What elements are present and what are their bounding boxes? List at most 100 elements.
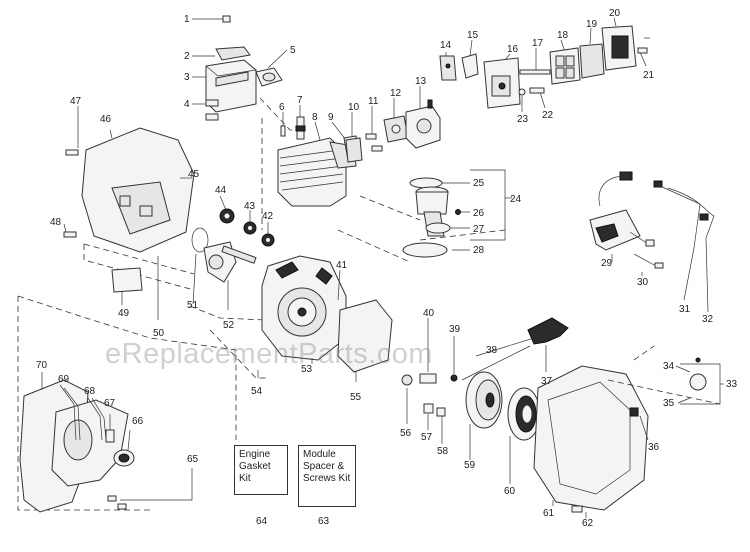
part-57-screw <box>423 403 434 430</box>
part-label-33[interactable]: 33 <box>726 379 738 390</box>
part-label-56[interactable]: 56 <box>400 428 412 439</box>
part-label-8[interactable]: 8 <box>312 112 318 123</box>
part-5-gasket <box>255 49 288 87</box>
part-35-clip <box>677 373 707 404</box>
part-33-ignition-bracket <box>680 363 724 405</box>
part-label-1[interactable]: 1 <box>184 14 190 25</box>
part-label-32[interactable]: 32 <box>702 314 714 325</box>
part-11-screws <box>365 106 383 152</box>
part-70-fuel-tank <box>19 372 129 513</box>
part-label-69[interactable]: 69 <box>58 374 70 385</box>
part-label-64[interactable]: 64 <box>256 516 268 527</box>
part-label-40[interactable]: 40 <box>423 308 435 319</box>
part-label-15[interactable]: 15 <box>467 30 479 41</box>
part-label-52[interactable]: 52 <box>223 320 235 331</box>
part-67-filter <box>105 414 115 443</box>
engine-gasket-kit-label: Engine Gasket Kit <box>239 449 271 484</box>
part-label-29[interactable]: 29 <box>601 258 613 269</box>
part-label-66[interactable]: 66 <box>132 416 144 427</box>
part-label-62[interactable]: 62 <box>582 518 594 529</box>
part-label-17[interactable]: 17 <box>532 38 544 49</box>
part-label-35[interactable]: 35 <box>663 398 675 409</box>
part-label-24[interactable]: 24 <box>510 194 522 205</box>
part-label-53[interactable]: 53 <box>301 364 313 375</box>
part-label-60[interactable]: 60 <box>504 486 516 497</box>
part-6-bolt <box>280 112 286 137</box>
part-label-65[interactable]: 65 <box>187 454 199 465</box>
part-label-23[interactable]: 23 <box>517 114 529 125</box>
part-12-carb-spacer <box>383 98 409 143</box>
part-label-19[interactable]: 19 <box>586 19 598 30</box>
part-56-washer <box>401 374 413 424</box>
part-label-47[interactable]: 47 <box>70 96 82 107</box>
part-label-50[interactable]: 50 <box>153 328 165 339</box>
part-label-38[interactable]: 38 <box>486 345 498 356</box>
part-22-spacer <box>529 87 546 109</box>
part-label-45[interactable]: 45 <box>188 169 200 180</box>
part-69-fuel-line <box>59 384 81 441</box>
part-55-block <box>337 299 393 382</box>
part-label-49[interactable]: 49 <box>118 308 130 319</box>
part-21-screw <box>637 37 650 67</box>
part-1-screw <box>192 15 231 23</box>
part-label-34[interactable]: 34 <box>663 361 675 372</box>
module-spacer-kit-box[interactable]: Module Spacer & Screws Kit <box>298 445 356 507</box>
part-label-63[interactable]: 63 <box>318 516 330 527</box>
part-label-6[interactable]: 6 <box>279 102 285 113</box>
part-label-11[interactable]: 11 <box>368 96 379 107</box>
part-label-21[interactable]: 21 <box>643 70 655 81</box>
part-label-30[interactable]: 30 <box>637 277 649 288</box>
part-label-31[interactable]: 31 <box>679 304 691 315</box>
part-label-57[interactable]: 57 <box>421 432 433 443</box>
part-label-10[interactable]: 10 <box>348 102 360 113</box>
part-label-28[interactable]: 28 <box>473 245 485 256</box>
part-label-27[interactable]: 27 <box>473 224 485 235</box>
part-label-5[interactable]: 5 <box>290 45 296 56</box>
engine-gasket-kit-box[interactable]: Engine Gasket Kit <box>234 445 288 495</box>
part-label-51[interactable]: 51 <box>187 300 199 311</box>
part-label-58[interactable]: 58 <box>437 446 449 457</box>
part-label-67[interactable]: 67 <box>104 398 116 409</box>
part-label-46[interactable]: 46 <box>100 114 112 125</box>
part-label-9[interactable]: 9 <box>328 112 334 123</box>
part-label-25[interactable]: 25 <box>473 178 485 189</box>
part-13-carburetor <box>405 86 441 149</box>
part-label-18[interactable]: 18 <box>557 30 569 41</box>
part-label-22[interactable]: 22 <box>542 110 554 121</box>
part-label-3[interactable]: 3 <box>184 72 190 83</box>
part-label-37[interactable]: 37 <box>541 376 553 387</box>
part-label-39[interactable]: 39 <box>449 324 461 335</box>
part-label-42[interactable]: 42 <box>262 211 274 222</box>
part-label-59[interactable]: 59 <box>464 460 476 471</box>
part-label-13[interactable]: 13 <box>415 76 427 87</box>
part-label-16[interactable]: 16 <box>507 44 519 55</box>
part-label-4[interactable]: 4 <box>184 99 190 110</box>
part-label-68[interactable]: 68 <box>84 386 96 397</box>
part-label-2[interactable]: 2 <box>184 51 190 62</box>
part-41-screw <box>337 269 341 301</box>
part-label-7[interactable]: 7 <box>297 95 303 106</box>
part-label-44[interactable]: 44 <box>215 185 227 196</box>
part-49-bracket <box>111 267 143 305</box>
part-label-48[interactable]: 48 <box>50 217 62 228</box>
part-label-20[interactable]: 20 <box>609 8 621 19</box>
part-20-filter-cover <box>601 17 637 71</box>
part-47-screw <box>65 106 79 156</box>
part-label-55[interactable]: 55 <box>350 392 362 403</box>
part-23-nut <box>518 88 526 112</box>
part-label-43[interactable]: 43 <box>244 201 256 212</box>
part-label-36[interactable]: 36 <box>648 442 660 453</box>
part-label-61[interactable]: 61 <box>543 508 555 519</box>
part-14-plate <box>439 52 457 81</box>
part-label-70[interactable]: 70 <box>36 360 48 371</box>
part-32-wire <box>667 187 715 313</box>
part-43-seal <box>243 210 257 235</box>
part-label-54[interactable]: 54 <box>251 386 263 397</box>
part-16-filter-base <box>483 53 521 109</box>
part-label-14[interactable]: 14 <box>440 40 452 51</box>
part-59-pulley <box>465 371 503 460</box>
part-label-41[interactable]: 41 <box>336 260 348 271</box>
part-label-12[interactable]: 12 <box>390 88 402 99</box>
part-label-26[interactable]: 26 <box>473 208 485 219</box>
